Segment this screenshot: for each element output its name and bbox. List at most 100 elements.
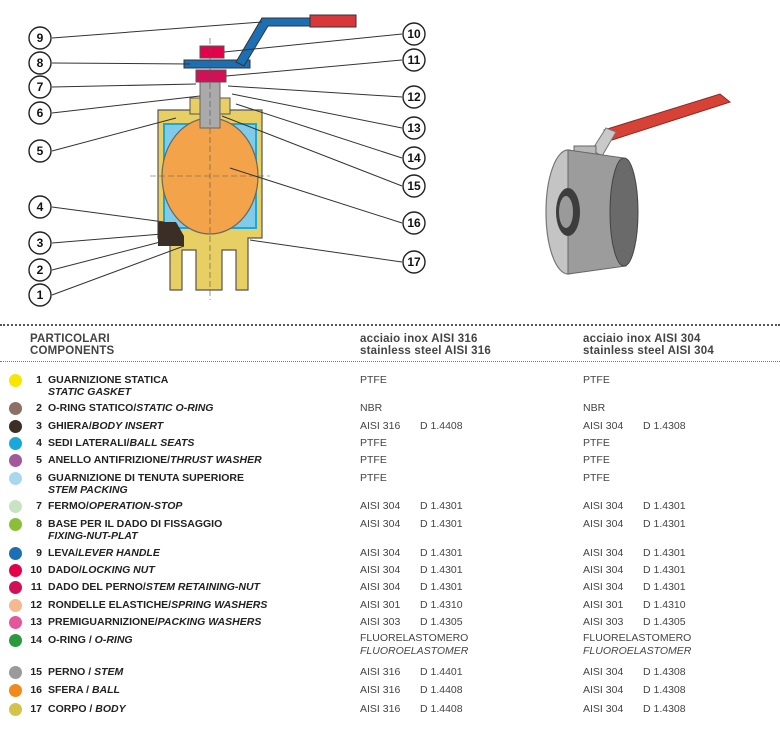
leader-lines [51,21,403,296]
part-number: 7 [36,500,42,512]
callout-number: 17 [407,255,421,269]
callout-circle [402,146,426,170]
part-name-it: GUARNIZIONE STATICA [48,374,169,386]
part-name-en: O-RING [94,634,133,646]
callout-number: 5 [37,144,44,158]
material-value: AISI 316 [360,420,401,432]
part-name-en: OPERATION-STOP [88,500,183,512]
color-swatch-icon [9,374,22,387]
part-number: 12 [30,599,42,611]
part-number: 9 [36,547,42,559]
header-aisi-316: acciaio inox AISI 316 stainless steel AI… [360,333,491,357]
material-value: AISI 316 [360,684,401,696]
header-divider [0,361,780,362]
callout-number: 11 [408,53,421,67]
part-name: PERNO / STEM [48,666,123,678]
color-swatch-icon [9,581,22,594]
part-number: 5 [36,454,42,466]
part-name-it: SFERA / [48,684,92,696]
material-value: PTFE [583,374,610,386]
callout-circle [402,250,426,274]
callout-circle [28,75,52,99]
material-value: PTFE [360,374,387,386]
part-name: ANELLO ANTIFRIZIONE/THRUST WASHER [48,454,262,466]
material-value: D 1.4301 [643,547,686,559]
part-name-en: STEM RETAINING-NUT [145,581,260,593]
part-number: 2 [36,402,42,414]
material-value: AISI 304 [583,500,624,512]
color-swatch-icon [9,472,22,485]
part-name-en: STATIC GASKET [48,386,132,398]
part-name-it: RONDELLE ELASTICHE/ [48,599,172,611]
part-name-it: GUARNIZIONE DI TENUTA SUPERIORE [48,472,245,484]
color-swatch-icon [9,703,22,716]
part-name-en: BODY INSERT [91,420,164,432]
material-value: AISI 304 [583,703,624,715]
part-number: 3 [36,420,42,432]
callout-circle [402,85,426,109]
part-name: SEDI LATERALI/BALL SEATS [48,437,194,449]
material-value-en: FLUOROELASTOMER [583,645,692,657]
locking-nut [199,45,225,59]
callout-number: 8 [37,56,44,70]
material-value: D 1.4308 [643,703,686,715]
part-name-en: STEM [94,666,124,678]
callout-circle [28,258,52,282]
part-number: 16 [30,684,42,696]
part-number: 15 [30,666,42,678]
callout-number: 4 [37,200,44,214]
material-value: AISI 316 [360,666,401,678]
part-name: SFERA / BALL [48,684,120,696]
part-name-en: BALL SEATS [129,437,195,449]
part-number: 6 [36,472,42,484]
callout-number: 7 [37,80,44,94]
material-value: AISI 304 [583,547,624,559]
part-number: 17 [30,703,42,715]
callout-number: 14 [407,151,421,165]
material-value: FLUOROELASTOMER [583,645,691,657]
callout-number: 3 [37,236,44,250]
part-number: 11 [30,581,42,593]
part-name: RONDELLE ELASTICHE/SPRING WASHERS [48,599,267,611]
part-name: FERMO/OPERATION-STOP [48,500,182,512]
material-value: D 1.4301 [643,564,686,576]
table-row: 11 DADO DEL PERNO/STEM RETAINING-NUT AISI … [0,579,780,597]
color-swatch-icon [9,634,22,647]
part-name-it: DADO/ [48,564,82,576]
material-value: D 1.4301 [643,500,686,512]
material-value: PTFE [360,454,387,466]
part-number: 10 [30,564,42,576]
callout-circle [28,195,52,219]
part-name-it: PERNO / [48,666,95,678]
material-value: AISI 304 [583,420,624,432]
material-value: D 1.4308 [643,420,686,432]
part-name-it: PREMIGUARNIZIONE/ [48,616,158,628]
header-components: PARTICOLARI COMPONENTS [30,333,115,357]
material-value: FLUORELASTOMERO [360,632,469,644]
part-name-it: O-RING STATICO/ [48,402,137,414]
material-value: D 1.4301 [420,581,463,593]
material-value: D 1.4310 [643,599,686,611]
callout-number: 1 [37,288,44,302]
callout-number: 16 [407,216,421,230]
part-name: DADO DEL PERNO/STEM RETAINING-NUT [48,581,260,593]
color-swatch-icon [9,666,22,679]
material-value: PTFE [583,472,610,484]
material-value: AISI 304 [583,581,624,593]
color-swatch-icon [9,402,22,415]
section-divider [0,324,780,326]
part-name-it: CORPO / [48,703,96,715]
callout-number: 9 [37,31,44,45]
part-name-it: LEVA/ [48,547,79,559]
